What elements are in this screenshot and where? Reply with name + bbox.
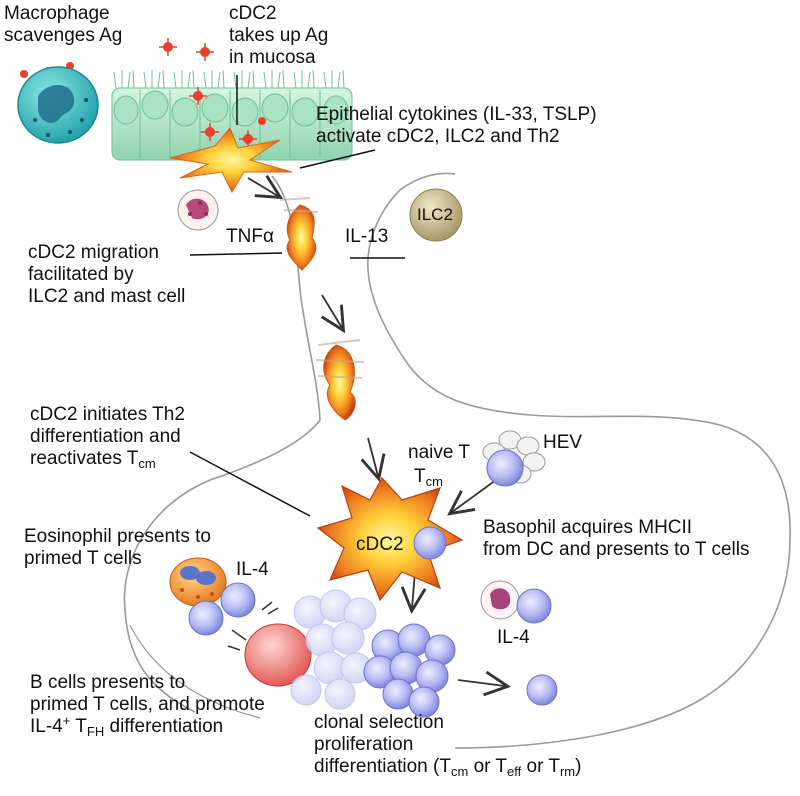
migration-arrows [247, 178, 505, 686]
cdc2-migration-label: cDC2 migration facilitated by ILC2 and m… [28, 242, 186, 307]
t-cell-at-cdc2 [413, 526, 447, 560]
antigen-bound-b-cell [261, 601, 279, 615]
t-cell-eosinophil [188, 582, 256, 636]
proliferation-cluster [363, 623, 456, 718]
il13-label: IL-13 [345, 226, 389, 247]
il4-eosinophil-label: IL-4 [236, 559, 269, 580]
hev-t-cell [486, 449, 524, 487]
macrophage-cell [17, 66, 99, 144]
il4-basophil-label: IL-4 [497, 627, 530, 648]
basophil-cell [480, 580, 520, 620]
t-cell-exiting [526, 674, 558, 706]
initiates-pointer-line [189, 451, 311, 517]
epithelium [111, 69, 353, 161]
eosinophil-label: Eosinophil presents to primed T cells [24, 526, 211, 569]
migrating-cdc2-1 [279, 197, 319, 271]
tnf-alpha-label: TNFα [226, 226, 274, 247]
b-cell-label: B cells presents to primed T cells, and … [30, 672, 265, 739]
central-cdc2 [316, 476, 464, 602]
t-cell-basophil [516, 588, 552, 624]
epithelial-pointer-line [299, 149, 376, 169]
proliferation-cluster-faint [290, 589, 377, 710]
basophil-label: Basophil acquires MHCII from DC and pres… [483, 517, 750, 560]
cdc2-uptake-label: cDC2 takes up Ag in mucosa [229, 3, 329, 68]
ilc2-label: ILC2 [417, 205, 453, 224]
naive-t-label: naive T [408, 442, 470, 463]
b-cell [227, 623, 312, 687]
mucosal-cdc2-burst [169, 127, 293, 194]
macrophage-label: Macrophage scavenges Ag [4, 3, 123, 46]
mast-cell [177, 189, 219, 231]
migrating-cdc2-2 [315, 339, 365, 421]
tcm-label: Tcm [414, 466, 443, 489]
lymph-node-outline-lower [129, 624, 261, 719]
migration-pointer-line [189, 252, 283, 256]
clonal-selection-label: clonal selection proliferation different… [314, 712, 582, 779]
epithelial-cytokines-label: Epithelial cytokines (IL-33, TSLP) activ… [316, 104, 597, 147]
cdc2-initiates-label: cDC2 initiates Th2 differentiation and r… [30, 404, 185, 471]
hev-label: HEV [543, 432, 583, 453]
lymph-node-outline [123, 172, 791, 749]
ilc2-cell [409, 188, 463, 242]
central-cdc2-label: cDC2 [356, 534, 404, 555]
